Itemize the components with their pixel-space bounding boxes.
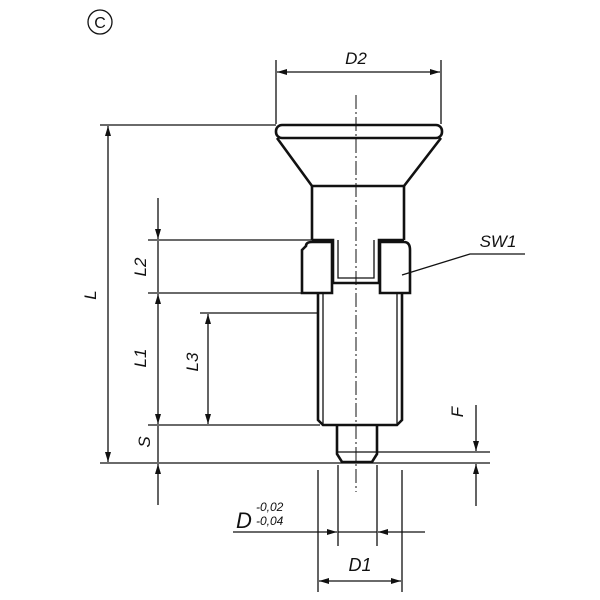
svg-text:-0,02: -0,02 bbox=[256, 500, 284, 514]
plunger-pin bbox=[335, 425, 379, 464]
svg-text:SW1: SW1 bbox=[480, 232, 517, 251]
svg-text:-0,04: -0,04 bbox=[256, 514, 284, 528]
dim-L3: L3 bbox=[183, 314, 211, 424]
variant-c-symbol: C bbox=[87, 9, 113, 35]
svg-text:L: L bbox=[81, 290, 100, 299]
svg-text:C: C bbox=[94, 15, 106, 32]
dim-D: D -0,02 -0,04 bbox=[233, 465, 425, 592]
nut-right bbox=[378, 240, 412, 295]
threaded-body bbox=[316, 293, 404, 427]
svg-text:D: D bbox=[236, 508, 252, 533]
dim-D1: D1 bbox=[319, 555, 401, 584]
dim-L1: L1 bbox=[131, 294, 161, 424]
knob-body bbox=[310, 186, 406, 240]
svg-text:L2: L2 bbox=[131, 257, 150, 276]
svg-text:D2: D2 bbox=[345, 49, 367, 68]
dim-F: F bbox=[448, 405, 479, 506]
dim-SW1: SW1 bbox=[401, 232, 525, 276]
svg-text:S: S bbox=[135, 436, 154, 448]
dim-L2: L2 bbox=[131, 198, 161, 292]
dim-S: S bbox=[135, 426, 161, 505]
plunger-part bbox=[274, 123, 444, 464]
dim-L: L bbox=[81, 126, 111, 462]
svg-text:F: F bbox=[448, 405, 467, 417]
svg-text:D1: D1 bbox=[348, 555, 371, 575]
knob-top bbox=[274, 123, 444, 140]
svg-text:L3: L3 bbox=[183, 352, 202, 371]
dim-D2: D2 bbox=[275, 49, 442, 124]
knob-cone bbox=[275, 137, 443, 188]
svg-text:L1: L1 bbox=[131, 349, 150, 368]
nut-left bbox=[300, 240, 334, 295]
